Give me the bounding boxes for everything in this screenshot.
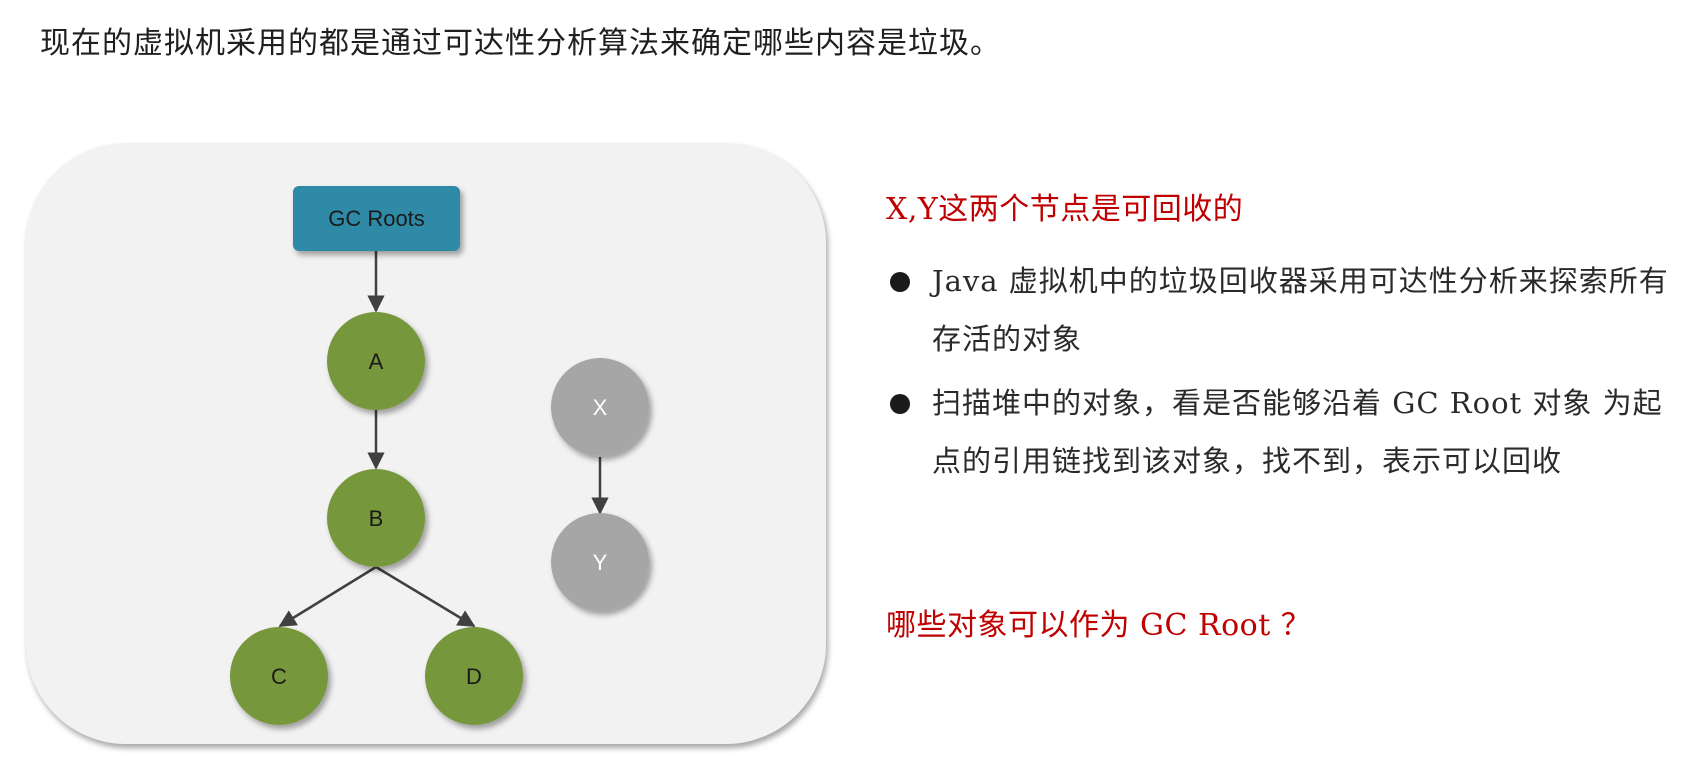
node-b: B bbox=[327, 469, 425, 567]
gc-roots-label: GC Roots bbox=[328, 206, 425, 231]
node-c: C bbox=[230, 627, 328, 725]
list-item: Java 虚拟机中的垃圾回收器采用可达性分析来探索所有存活的对象 bbox=[886, 252, 1676, 368]
page-title: 现在的虚拟机采用的都是通过可达性分析算法来确定哪些内容是垃圾。 bbox=[40, 26, 1001, 61]
list-item-text: Java 虚拟机中的垃圾回收器采用可达性分析来探索所有存活的对象 bbox=[932, 264, 1669, 356]
node-a: A bbox=[327, 312, 425, 410]
explanation-list: Java 虚拟机中的垃圾回收器采用可达性分析来探索所有存活的对象 扫描堆中的对象… bbox=[886, 252, 1676, 496]
node-y: Y bbox=[551, 513, 649, 611]
node-x: X bbox=[551, 358, 649, 456]
list-item: 扫描堆中的对象，看是否能够沿着 GC Root 对象 为起点的引用链找到该对象，… bbox=[886, 374, 1676, 490]
edge-b-c bbox=[278, 565, 377, 628]
node-y-label: Y bbox=[593, 550, 608, 575]
node-x-label: X bbox=[593, 395, 608, 420]
gc-root-question: 哪些对象可以作为 GC Root ？ bbox=[886, 608, 1312, 643]
gc-roots-node: GC Roots bbox=[293, 186, 460, 251]
node-a-label: A bbox=[369, 349, 384, 374]
node-d-label: D bbox=[466, 664, 482, 689]
node-d: D bbox=[425, 627, 523, 725]
bullet-icon bbox=[890, 394, 910, 414]
unreachable-note: X,Y这两个节点是可回收的 bbox=[886, 192, 1244, 227]
node-c-label: C bbox=[271, 664, 287, 689]
edge-b-d bbox=[375, 565, 476, 628]
node-b-label: B bbox=[369, 506, 384, 531]
bullet-icon bbox=[890, 272, 910, 292]
list-item-text: 扫描堆中的对象，看是否能够沿着 GC Root 对象 为起点的引用链找到该对象，… bbox=[932, 386, 1663, 478]
